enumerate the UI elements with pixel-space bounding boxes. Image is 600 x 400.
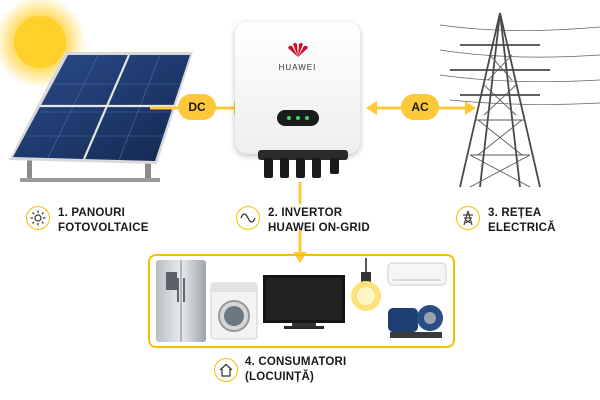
inverter-connectors: [258, 150, 348, 178]
grid-label-number: 3.: [488, 207, 498, 219]
ac-badge: AC: [401, 94, 439, 120]
status-led-icon: [305, 116, 309, 120]
panels-label-line1: PANOURI: [71, 207, 125, 219]
inverter-to-consumers-arrow: [293, 182, 307, 263]
panels-label-number: 1.: [58, 207, 68, 219]
water-pump-illustration: [388, 305, 443, 338]
dc-badge: DC: [178, 94, 216, 120]
television-illustration: [263, 275, 345, 329]
panels-label: 1. PANOURI FOTOVOLTAICE: [58, 206, 149, 236]
grid-label-line1: REȚEA: [501, 207, 542, 219]
inverter-display: [277, 110, 319, 126]
inverter-label-line1: INVERTOR: [281, 207, 343, 219]
solar-panel-illustration: [9, 52, 193, 182]
consumers-label-number: 4.: [245, 356, 255, 368]
air-conditioner-illustration: [387, 262, 447, 286]
consumers-frame: [148, 254, 455, 348]
consumers-label-line2: (LOCUINȚĂ): [245, 371, 315, 383]
light-bulb-illustration: [351, 258, 381, 311]
washing-machine-illustration: [210, 282, 258, 340]
refrigerator-illustration: [156, 260, 206, 342]
inverter-label-line2: HUAWEI ON-GRID: [268, 222, 370, 234]
status-led-icon: [287, 116, 291, 120]
inverter-brand-label: HUAWEI: [278, 63, 317, 72]
huawei-logo-icon: [288, 43, 308, 57]
grid-label-line2: ELECTRICĂ: [488, 222, 556, 234]
panels-label-line2: FOTOVOLTAICE: [58, 222, 149, 234]
consumers-label: 4. CONSUMATORI (LOCUINȚĂ): [245, 355, 346, 385]
sun-icon: [26, 206, 50, 230]
inverter-illustration: HUAWEI: [235, 22, 360, 154]
inverter-label-number: 2.: [268, 207, 278, 219]
house-icon: [214, 358, 238, 382]
power-pylon-illustration: [440, 12, 600, 188]
waveform-icon: [236, 206, 260, 230]
pylon-icon: [456, 206, 480, 230]
consumers-label-line1: CONSUMATORI: [258, 356, 347, 368]
inverter-label: 2. INVERTOR HUAWEI ON-GRID: [268, 206, 370, 236]
grid-label: 3. REȚEA ELECTRICĂ: [488, 206, 556, 236]
status-led-icon: [296, 116, 300, 120]
